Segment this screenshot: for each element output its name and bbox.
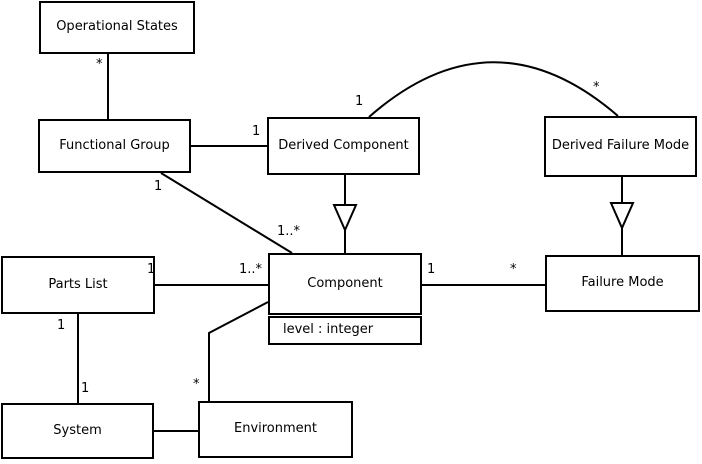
multiplicity-label: 1: [427, 262, 436, 277]
multiplicity-label: 1: [57, 318, 66, 333]
multiplicity-label: *: [96, 57, 103, 72]
connector-functionalgroup-component: [160, 172, 293, 254]
multiplicity-label: 1..*: [239, 262, 263, 277]
class-name: Derived Component: [278, 137, 409, 153]
multiplicity-label: 1: [252, 124, 261, 139]
class-box-environment: Environment: [198, 401, 353, 458]
multiplicity-label: 1: [355, 94, 364, 109]
class-box-functional-group: Functional Group: [38, 119, 191, 173]
class-name: Derived Failure Mode: [551, 138, 690, 154]
multiplicity-label: *: [593, 80, 600, 95]
attribute-label: level : integer: [283, 322, 374, 338]
class-box-component: Component: [268, 253, 422, 315]
multiplicity-label: 1: [154, 179, 163, 194]
generalization-derivedcomponent-component: [332, 175, 358, 253]
class-name: Functional Group: [59, 137, 170, 153]
multiplicity-label: 1: [147, 262, 156, 277]
class-name: Environment: [233, 421, 317, 437]
class-box-operational-states: Operational States: [39, 1, 195, 54]
multiplicity-label: *: [193, 377, 200, 392]
class-box-component-attributes: level : integer: [268, 316, 422, 345]
multiplicity-label: 1: [81, 381, 90, 396]
class-box-system: System: [1, 403, 154, 459]
class-name: Parts List: [48, 276, 108, 292]
class-name: System: [53, 422, 102, 438]
connector-component-environment: [208, 301, 269, 401]
hollow-triangle-icon: [332, 204, 358, 233]
multiplicity-label: 1..*: [277, 224, 301, 239]
generalization-derivedfailuremode-failuremode: [609, 177, 635, 255]
class-box-derived-failure-mode: Derived Failure Mode: [544, 116, 697, 177]
class-box-failure-mode: Failure Mode: [545, 255, 700, 312]
class-name: Operational States: [56, 19, 178, 35]
multiplicity-label: *: [510, 262, 517, 277]
class-box-parts-list: Parts List: [1, 256, 155, 314]
class-box-derived-component: Derived Component: [267, 117, 420, 175]
hollow-triangle-icon: [609, 202, 635, 231]
class-name: Component: [307, 275, 383, 291]
class-name: Failure Mode: [581, 275, 664, 291]
connector-derivedcomponent-derivedfailuremode-arc: [368, 61, 619, 118]
